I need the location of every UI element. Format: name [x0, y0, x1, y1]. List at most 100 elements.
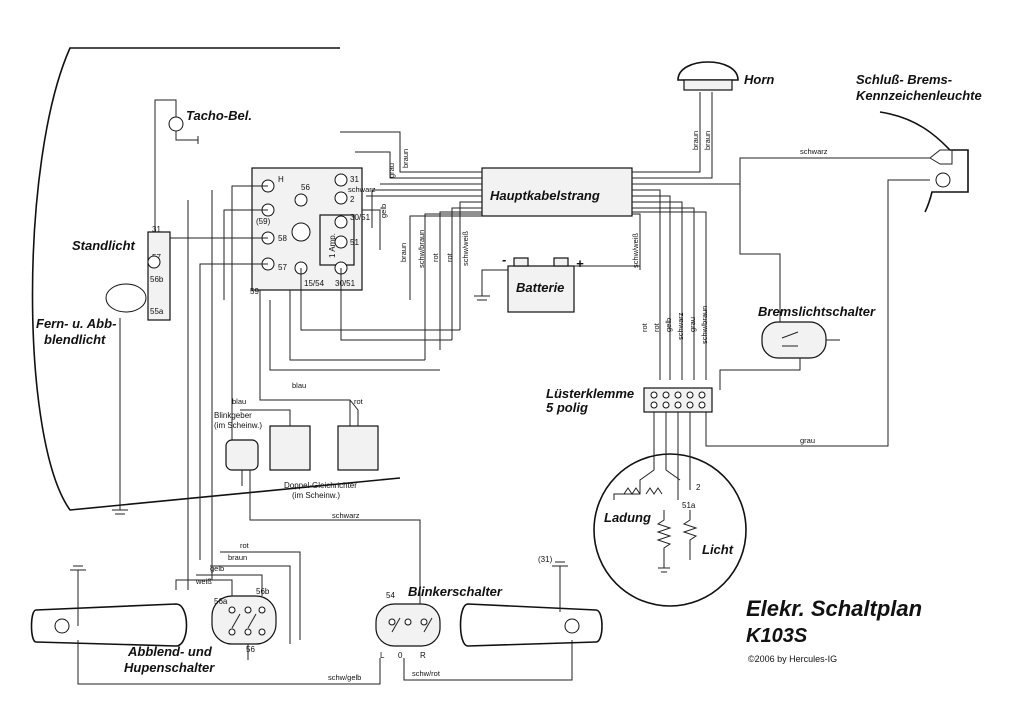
headlight-bulb — [105, 283, 147, 313]
dim-switch-wires — [175, 551, 301, 660]
harness-wires-left — [340, 131, 482, 360]
brake-switch-body — [761, 321, 827, 359]
horn-base — [683, 79, 733, 91]
blink-switch-contacts — [388, 617, 433, 633]
wire-schwarz-taillight: schwarz — [800, 147, 828, 156]
generator-circle — [593, 453, 747, 607]
blink-switch-label: Blinkerschalter — [408, 584, 503, 599]
taillight-label-2: Kennzeichenleuchte — [856, 88, 982, 103]
pin-51: 51 — [350, 238, 359, 247]
taillight-wire-grau — [705, 179, 930, 447]
brake-switch-wires — [719, 184, 801, 390]
bs-pin-54: 54 — [386, 591, 395, 600]
bs-pin-R: R — [420, 651, 426, 660]
harness-wires-right — [632, 92, 930, 380]
dim-pin-56b: 56b — [256, 587, 270, 596]
terminal-label-1: Lüsterklemme — [546, 386, 634, 401]
headlight-label-2: blendlicht — [44, 332, 106, 347]
licht-label: Licht — [702, 542, 734, 557]
right-indicator-bulb — [564, 618, 580, 634]
diagram-title: Elekr. Schaltplan — [746, 596, 922, 621]
wire-schwrot: schw/rot — [412, 669, 441, 678]
wire-schwweiss-down: schw/weiß — [461, 231, 470, 266]
wire-rot-down-2: rot — [445, 252, 454, 262]
harness-box — [481, 167, 633, 217]
battery-ground — [474, 269, 508, 301]
diagram-model: K103S — [746, 625, 808, 647]
ladung-label: Ladung — [604, 510, 651, 525]
ignition-wiring — [170, 185, 460, 580]
wire-schwweiss-right: schw/weiß — [631, 233, 640, 268]
wire-blau-2: blau — [292, 381, 306, 390]
wire-grau-bottom: grau — [800, 436, 815, 445]
dim-pin-56a: 56a — [214, 597, 228, 606]
pin-30-51-b: 30/51 — [335, 279, 356, 288]
left-grip-wire — [77, 640, 381, 685]
wire-grau-ign: grau — [387, 163, 396, 178]
wire-schwarz-ign: schwarz — [348, 185, 376, 194]
standlicht-label: Standlicht — [72, 238, 136, 253]
taillight-housing — [879, 111, 969, 213]
left-handlebar-grip — [30, 603, 188, 647]
pin-59: 59 — [250, 287, 259, 296]
dim-switch-contacts — [228, 606, 266, 636]
wire-gelb-ign: gelb — [379, 204, 388, 218]
brake-switch-contacts — [781, 331, 840, 347]
horn-label: Horn — [744, 72, 774, 87]
diagram-copyright: ©2006 by Hercules-IG — [748, 654, 837, 664]
wire-braun-horn-2: braun — [703, 131, 712, 150]
rectifier-wires — [240, 399, 421, 590]
gen-pin-2: 2 — [696, 483, 701, 492]
standlicht-bulb — [147, 255, 161, 269]
wire-rot-term-1: rot — [640, 322, 649, 332]
gen-pin-51a: 51a — [682, 501, 696, 510]
terminal-label-2: 5 polig — [546, 400, 588, 415]
tacho-wires — [154, 99, 199, 240]
pin-58: 58 — [278, 234, 287, 243]
wire-gelb-dim: gelb — [210, 564, 224, 573]
rectifier-label-1: Doppel-Gleichrichter — [284, 481, 357, 490]
taillight-bulb-brake — [929, 149, 953, 165]
tacho-bulb — [168, 116, 184, 132]
blink-switch-wires — [403, 590, 573, 681]
battery-minus: - — [502, 252, 506, 267]
headlight-connector — [147, 231, 171, 321]
wire-braun-down: braun — [399, 243, 408, 262]
wire-schwbraun-down: schw/braun — [417, 230, 426, 268]
battery-box — [507, 265, 575, 313]
conn-pin-56b: 56b — [150, 275, 164, 284]
terminal-screws — [650, 391, 706, 409]
horn-symbol — [677, 61, 739, 81]
brake-switch-label: Bremslichtschalter — [758, 304, 876, 319]
wire-weiss-dim: weiß — [195, 577, 212, 586]
generator-coils — [613, 412, 698, 573]
wire-grau-term: grau — [688, 317, 697, 332]
wire-schwarz-rect: schwarz — [332, 511, 360, 520]
pin-57: 57 — [278, 263, 287, 272]
wire-blau-1: blau — [232, 397, 246, 406]
wire-rot-term-2: rot — [652, 322, 661, 332]
wire-braun-dim: braun — [228, 553, 247, 562]
battery-cap-pos — [553, 257, 569, 267]
headlight-label-1: Fern- u. Abb- — [36, 316, 116, 331]
blinkgeber — [225, 439, 259, 471]
bs-pin-0: 0 — [398, 651, 403, 660]
pin-h: H — [278, 175, 284, 184]
right-ground — [552, 561, 568, 612]
right-handlebar-grip — [459, 603, 603, 647]
pin-31: 31 — [350, 175, 359, 184]
dim-switch-label-1: Abblend- und — [127, 644, 213, 659]
rectifier-1 — [269, 425, 311, 471]
pin-56: 56 — [301, 183, 310, 192]
battery-plus: + — [576, 256, 584, 271]
wire-rot-rect: rot — [354, 397, 364, 406]
wire-braun-ign: braun — [401, 149, 410, 168]
dim-switch-label-2: Hupenschalter — [124, 660, 215, 675]
headlight-housing-outline — [31, 47, 401, 511]
dim-pin-56: 56 — [246, 645, 255, 654]
harness-label: Hauptkabelstrang — [490, 188, 600, 203]
tacho-label: Tacho-Bel. — [186, 108, 252, 123]
wire-rot-dim: rot — [240, 541, 250, 550]
taillight-bulb-tail — [935, 172, 951, 188]
